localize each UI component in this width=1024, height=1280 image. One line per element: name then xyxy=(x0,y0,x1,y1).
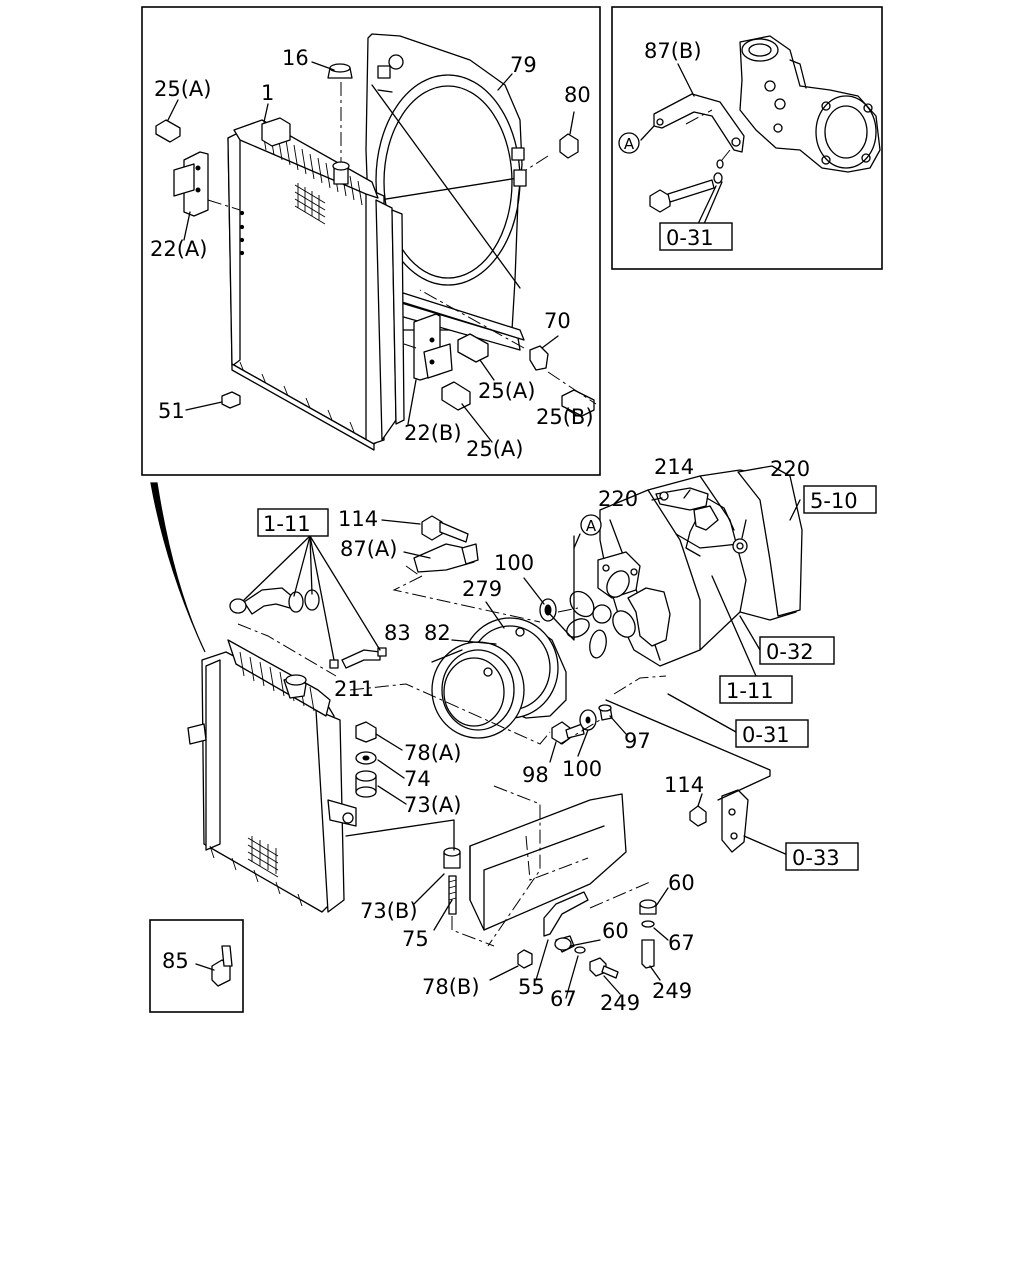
label-211: 211 xyxy=(334,677,374,701)
ref-box-111-left xyxy=(257,508,329,537)
label-78b: 78(B) xyxy=(422,975,480,999)
ref-box-031-top xyxy=(659,222,733,251)
label-22a: 22(A) xyxy=(150,237,207,261)
orientation-arrow xyxy=(150,482,206,653)
label-75: 75 xyxy=(402,927,429,951)
ref-box-031-mid xyxy=(735,719,809,748)
label-279: 279 xyxy=(462,577,502,601)
label-25b-1: 25(B) xyxy=(536,405,594,429)
label-87a: 87(A) xyxy=(340,537,397,561)
label-55: 55 xyxy=(518,975,545,999)
clip-detail-panel xyxy=(149,919,244,1013)
ref-032: 0-32 xyxy=(766,640,814,664)
label-70: 70 xyxy=(544,309,571,333)
label-51: 51 xyxy=(158,399,185,423)
label-82: 82 xyxy=(424,621,451,645)
label-114-1: 114 xyxy=(338,507,378,531)
ref-111-right: 1-11 xyxy=(726,679,774,703)
water-pump-detail xyxy=(618,35,881,225)
label-249-2: 249 xyxy=(652,979,692,1003)
clip-85 xyxy=(195,945,233,987)
label-98: 98 xyxy=(522,763,549,787)
ref-box-510 xyxy=(803,485,877,514)
label-220-2: 220 xyxy=(598,487,638,511)
label-73b: 73(B) xyxy=(360,899,418,923)
engine-and-fan-assembly xyxy=(187,465,803,979)
label-1: 1 xyxy=(261,81,274,105)
top-left-leaders xyxy=(167,61,597,443)
marker-a-mid: A xyxy=(586,517,597,535)
part-labels: 16 79 25(A) 1 80 22(A) 70 25(A) 51 25(B)… xyxy=(150,39,810,1015)
label-60-1: 60 xyxy=(668,871,695,895)
reference-boxes: 0-31 5-10 1-11 0-32 1-11 0-31 0-33 xyxy=(257,222,877,871)
water-pump-detail-panel xyxy=(611,6,883,270)
label-73a: 73(A) xyxy=(404,793,461,817)
label-83: 83 xyxy=(384,621,411,645)
lower-leaders xyxy=(237,489,801,999)
ref-033: 0-33 xyxy=(792,846,840,870)
label-100-2: 100 xyxy=(562,757,602,781)
ref-box-032 xyxy=(759,636,835,665)
label-80: 80 xyxy=(564,83,591,107)
ref-031-mid: 0-31 xyxy=(742,723,790,747)
ref-box-111-right xyxy=(719,675,793,704)
label-16: 16 xyxy=(282,46,309,70)
ref-031-top: 0-31 xyxy=(666,226,714,250)
circle-markers: A A xyxy=(580,135,635,536)
radiator-upper xyxy=(155,33,595,451)
label-67-2: 67 xyxy=(550,987,577,1011)
label-25a-2: 25(A) xyxy=(478,379,535,403)
label-60-2: 60 xyxy=(602,919,629,943)
label-22b: 22(B) xyxy=(404,421,462,445)
ref-box-033 xyxy=(785,842,859,871)
marker-a-top: A xyxy=(624,135,635,153)
label-220-1: 220 xyxy=(770,457,810,481)
label-79: 79 xyxy=(510,53,537,77)
label-97: 97 xyxy=(624,729,651,753)
ref-510: 5-10 xyxy=(810,489,858,513)
label-100-1: 100 xyxy=(494,551,534,575)
radiator-detail-panel xyxy=(141,6,601,476)
label-87b: 87(B) xyxy=(644,39,702,63)
label-114-2: 114 xyxy=(664,773,704,797)
ref-111-left: 1-11 xyxy=(263,512,311,536)
label-25a-1: 25(A) xyxy=(154,77,211,101)
label-249-1: 249 xyxy=(600,991,640,1015)
label-78a: 78(A) xyxy=(404,741,461,765)
label-25a-3: 25(A) xyxy=(466,437,523,461)
fan xyxy=(566,570,636,659)
label-214: 214 xyxy=(654,455,694,479)
label-67-1: 67 xyxy=(668,931,695,955)
label-74: 74 xyxy=(404,767,431,791)
label-85: 85 xyxy=(162,949,189,973)
